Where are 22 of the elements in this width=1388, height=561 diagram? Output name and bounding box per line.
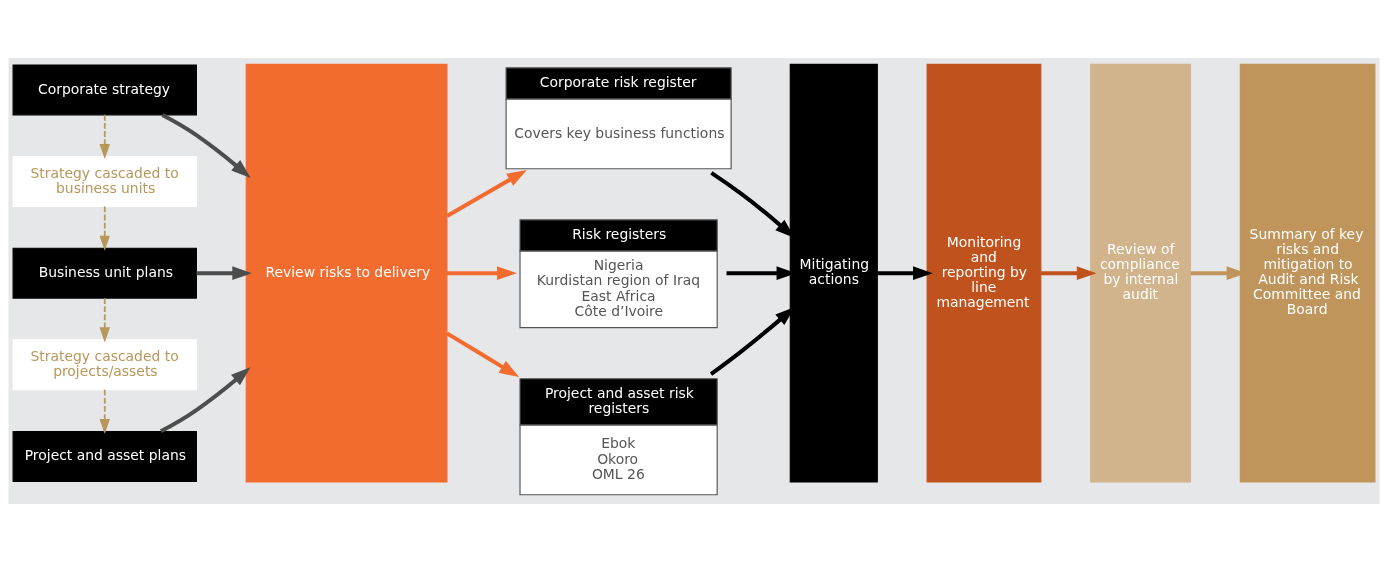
arrow <box>99 205 111 251</box>
arrow <box>159 366 251 433</box>
node-box: Project and asset plans <box>12 430 197 482</box>
arrow <box>99 113 111 159</box>
node-box: Corporate strategy <box>12 63 197 115</box>
node-box: Monitoring and reporting by line management <box>926 63 1042 483</box>
arrow <box>161 112 251 178</box>
node-box: Review of compliance by internal audit <box>1090 63 1192 483</box>
node-box: Review risks to delivery <box>245 63 448 483</box>
node-box: Summary of key risks and mitigation to Audit and Risk Committee and Board <box>1239 63 1376 483</box>
arrow <box>1040 265 1097 280</box>
node-box: Strategy cascaded to projects/assets <box>12 338 197 390</box>
arrow <box>99 296 111 342</box>
arrow <box>877 265 933 280</box>
arrow <box>99 388 111 434</box>
arrow <box>447 265 517 280</box>
arrow <box>446 169 527 218</box>
arrow <box>196 265 253 280</box>
node-box: Mitigating actions <box>789 63 878 483</box>
node-box: Business unit plans <box>12 247 197 299</box>
arrow <box>445 331 520 377</box>
node-box: Strategy cascaded to business units <box>12 155 197 207</box>
